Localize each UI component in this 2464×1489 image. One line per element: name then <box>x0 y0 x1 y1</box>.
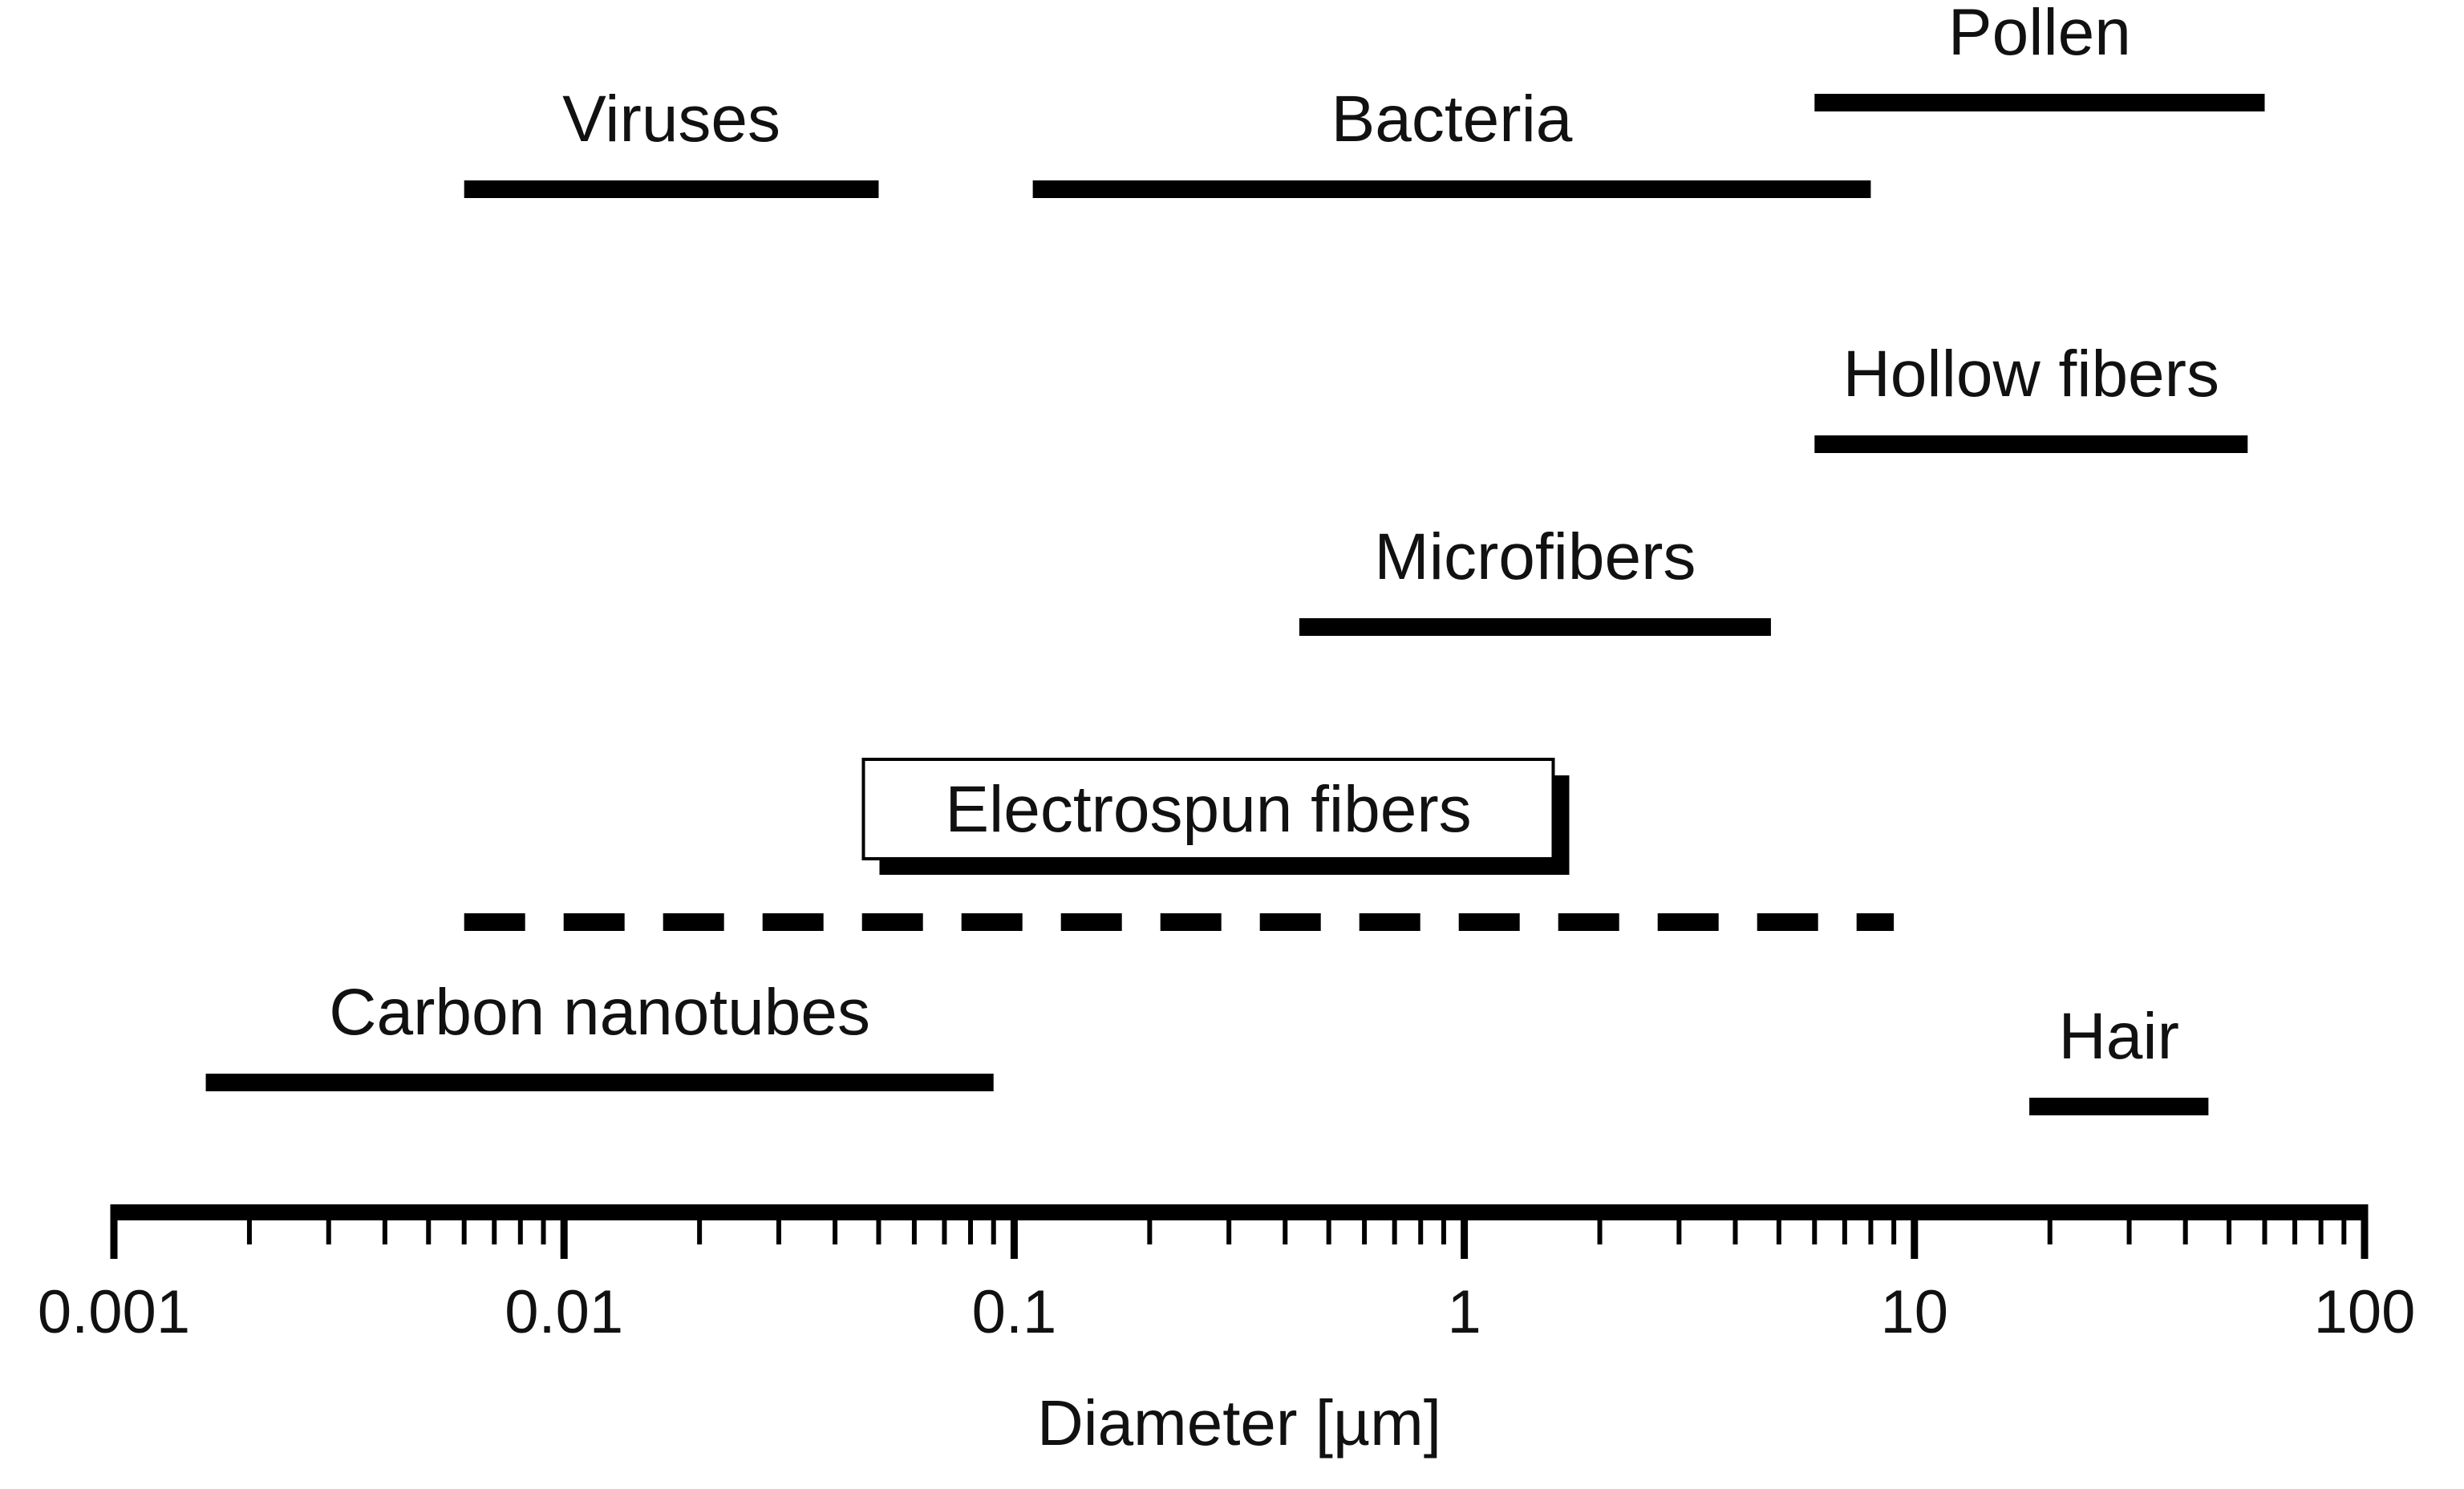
tick-label: 1 <box>1447 1278 1481 1346</box>
x-axis-title: Diameter [µm] <box>1037 1387 1441 1459</box>
tick-label: 0.1 <box>972 1278 1057 1346</box>
tick-label: 0.01 <box>505 1278 623 1346</box>
range-label-bacteria: Bacteria <box>1331 83 1573 156</box>
range-electrospun-fibers: Electrospun fibers <box>464 758 1895 931</box>
range-viruses: Viruses <box>464 83 879 198</box>
range-label-hair: Hair <box>2059 1000 2179 1073</box>
range-label-carbon-nanotubes: Carbon nanotubes <box>329 976 870 1049</box>
x-axis: 0.001 0.01 0.1 1 10 100 Diameter [µm] <box>38 1204 2416 1459</box>
tick-label: 10 <box>1881 1278 1949 1346</box>
range-label-hollow-fibers: Hollow fibers <box>1843 338 2219 411</box>
range-pollen: Pollen <box>1814 0 2265 111</box>
tick-label: 0.001 <box>38 1278 190 1346</box>
range-label-viruses: Viruses <box>562 83 780 156</box>
range-microfibers: Microfibers <box>1299 520 1771 636</box>
range-hollow-fibers: Hollow fibers <box>1814 338 2248 453</box>
range-label-pollen: Pollen <box>1948 0 2131 69</box>
range-label-electrospun-fibers: Electrospun fibers <box>945 773 1471 846</box>
range-carbon-nanotubes: Carbon nanotubes <box>205 976 994 1091</box>
tick-label: 100 <box>2314 1278 2416 1346</box>
label-box <box>861 758 1555 860</box>
range-hair: Hair <box>2029 1000 2209 1115</box>
range-label-microfibers: Microfibers <box>1374 520 1696 593</box>
x-axis-ticks: 0.001 0.01 0.1 1 10 100 <box>38 1204 2416 1346</box>
range-bacteria: Bacteria <box>1032 83 1871 198</box>
